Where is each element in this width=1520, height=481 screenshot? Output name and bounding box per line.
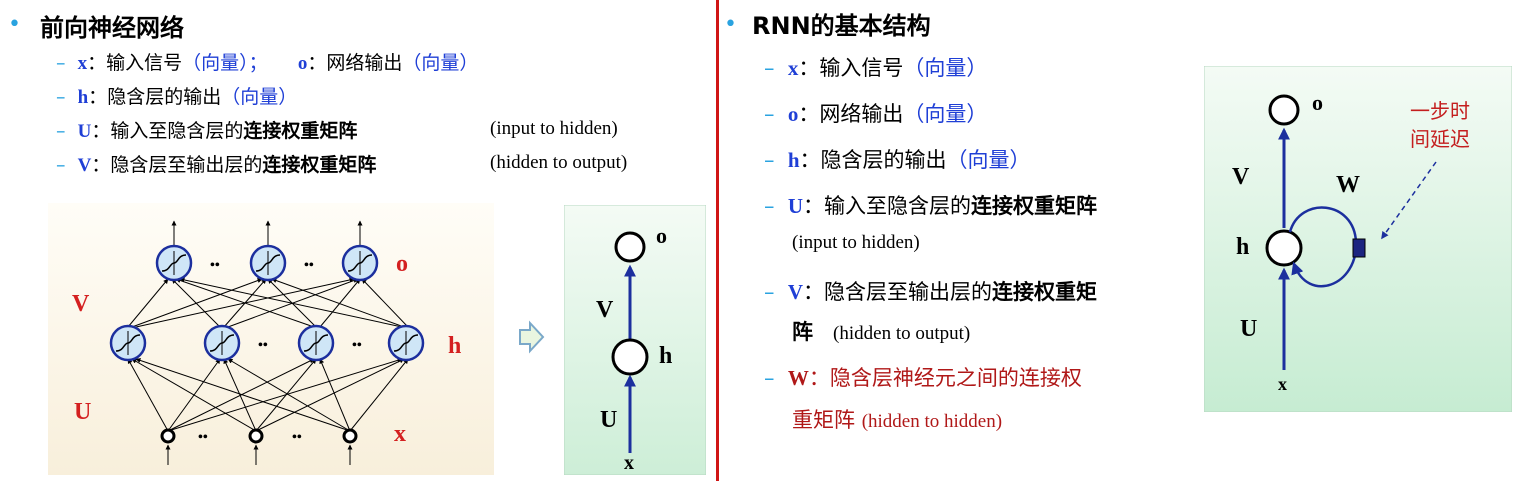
rnn-structure-diagram: o V W h U x 一步时 间延迟: [1204, 66, 1512, 412]
right-item-u-english: (input to hidden): [792, 232, 920, 253]
output-neuron: [341, 244, 379, 282]
right-item-w: – W：隐含层神经元之间的连接权: [764, 366, 1082, 390]
input-node: [248, 428, 264, 444]
label-h: h: [1236, 234, 1249, 260]
connections: [127, 220, 409, 465]
label-V: V: [1232, 164, 1250, 190]
label-V: V: [596, 297, 614, 323]
hidden-neuron: [387, 324, 425, 362]
delay-annotation-line1: 一步时: [1410, 99, 1470, 123]
hidden-neuron: [297, 324, 335, 362]
label-U: U: [74, 399, 91, 425]
label-o: o: [656, 223, 667, 248]
output-neuron: [249, 244, 287, 282]
simplified-network-diagram: o V h U x: [564, 205, 706, 475]
bullet: •: [8, 12, 21, 37]
ellipsis-dots: ••: [352, 338, 362, 353]
right-item-v: – V：隐含层至输出层的连接权重矩: [764, 280, 1098, 304]
label-o: o: [1312, 90, 1323, 115]
left-title: 前向神经网络: [40, 14, 184, 42]
label-x: x: [394, 421, 406, 447]
delay-pointer-arrow: [1381, 161, 1437, 240]
hidden-neuron: [203, 324, 241, 362]
ellipsis-dots: ••: [304, 258, 314, 273]
left-item-u: – U：输入至隐含层的连接权重矩阵: [56, 120, 358, 142]
label-U: U: [600, 407, 617, 433]
right-item-v-cont: 阵 (hidden to output): [792, 320, 971, 344]
input-node: [160, 428, 176, 444]
label-x: x: [1278, 374, 1287, 394]
left-item-u-english: (input to hidden): [490, 118, 618, 139]
right-item-x: – x：输入信号（向量）: [764, 56, 988, 80]
left-item-v-english: (hidden to output): [490, 152, 628, 173]
right-item-u: – U：输入至隐含层的连接权重矩阵: [764, 194, 1098, 218]
right-title: RNN的基本结构: [752, 12, 931, 40]
ellipsis-dots: ••: [210, 258, 220, 273]
left-item-x: – x：输入信号（向量）； o：网络输出（向量）: [56, 52, 479, 74]
delay-annotation-line2: 间延迟: [1410, 127, 1470, 151]
label-x: x: [624, 452, 634, 474]
ellipsis-dots: ••: [292, 430, 302, 445]
right-arrow-icon: [519, 320, 545, 354]
vertical-divider: [716, 0, 719, 481]
right-item-w-cont: 重矩阵 (hidden to hidden): [792, 408, 1003, 432]
hidden-node: [1265, 229, 1303, 267]
left-item-h: – h：隐含层的输出（向量）: [56, 86, 298, 108]
right-item-o: – o：网络输出（向量）: [764, 102, 988, 126]
input-node: [342, 428, 358, 444]
label-V: V: [72, 291, 90, 317]
right-item-h: – h：隐含层的输出（向量）: [764, 148, 1031, 172]
hidden-neuron: [109, 324, 147, 362]
output-node: [614, 231, 646, 263]
ellipsis-dots: ••: [198, 430, 208, 445]
output-node: [1268, 94, 1300, 126]
left-item-v: – V：隐含层至输出层的连接权重矩阵: [56, 154, 377, 176]
label-h: h: [659, 343, 672, 369]
bullet: •: [724, 12, 737, 37]
hidden-node: [611, 338, 649, 376]
label-U: U: [1240, 316, 1257, 342]
label-h: h: [448, 333, 461, 359]
feedforward-network-diagram: •• •• •• •• •• •• V U o h x: [48, 203, 494, 475]
ellipsis-dots: ••: [258, 338, 268, 353]
time-delay-block: [1352, 238, 1366, 258]
label-o: o: [396, 251, 408, 277]
label-W: W: [1336, 172, 1360, 198]
output-neuron: [155, 244, 193, 282]
